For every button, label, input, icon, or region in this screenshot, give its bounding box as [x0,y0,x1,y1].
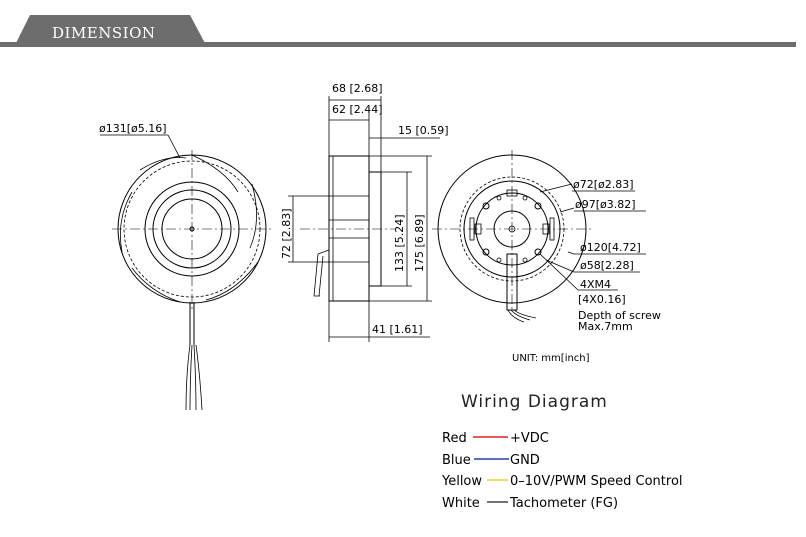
back-screw-holes [482,195,542,263]
screw-depth-max: Max.7mm [578,320,633,333]
side-body [328,155,370,302]
back-cable [506,253,537,323]
wiring-title: Wiring Diagram [461,392,608,412]
wire-function: 0–10V/PWM Speed Control [510,474,683,489]
section-header: DIMENSION [0,15,796,47]
back-d58-dim: ø58[2.28] [580,259,634,272]
side-bottom-dim: 41 [1.61] [372,323,423,336]
wire-row-blue: Blue GND [442,453,540,468]
side-body-dim: 62 [2.44] [332,103,383,116]
wire-row-white: White Tachometer (FG) [442,496,618,511]
header-rule [0,42,796,47]
side-height-outer-dim: 175 [6.89] [413,214,426,272]
back-view: ø72[ø2.83] ø97[ø3.82] ø120[4.72] ø58[2.2… [432,150,661,333]
screw-depth-label: Depth of screw [578,309,661,322]
wire-color-name: Red [442,431,467,446]
back-d72-dim: ø72[ø2.83] [573,178,634,191]
header-title: DIMENSION [52,24,156,42]
unit-label: UNIT: mm[inch] [512,353,590,364]
side-height-mid-dim: 133 [5.24] [393,214,406,272]
side-total-dim: 68 [2.68] [332,82,383,95]
front-blades [119,154,259,303]
wire-function: GND [510,453,540,468]
wiring-diagram: Wiring Diagram Red +VDC Blue GND Yellow … [441,392,683,511]
wire-color-name: Blue [442,453,471,468]
wire-row-red: Red +VDC [442,431,549,446]
back-d97-dim: ø97[ø3.82] [575,198,636,211]
front-outer-dim: ø131[ø5.16] [99,122,167,135]
wire-function: Tachometer (FG) [509,496,618,511]
wire-row-yellow: Yellow 0–10V/PWM Speed Control [441,474,683,489]
header-tab [14,15,207,47]
back-screw-dim: 4XM4 [580,278,611,291]
back-screw-inch-dim: [4X0.16] [578,293,626,306]
front-view: ø131[ø5.16] [99,122,272,411]
front-cable [185,302,203,411]
back-slots [469,189,555,241]
side-hub-dim: 15 [0.59] [398,124,449,137]
wire-color-name: White [442,496,480,511]
side-height-inner-dim: 72 [2.83] [280,208,293,259]
wire-function: +VDC [510,431,549,446]
wire-color-name: Yellow [441,474,482,489]
side-view: 68 [2.68] 62 [2.44] 15 [0.59] 72 [2.83] … [280,82,449,342]
back-d120-dim: ø120[4.72] [580,241,641,254]
